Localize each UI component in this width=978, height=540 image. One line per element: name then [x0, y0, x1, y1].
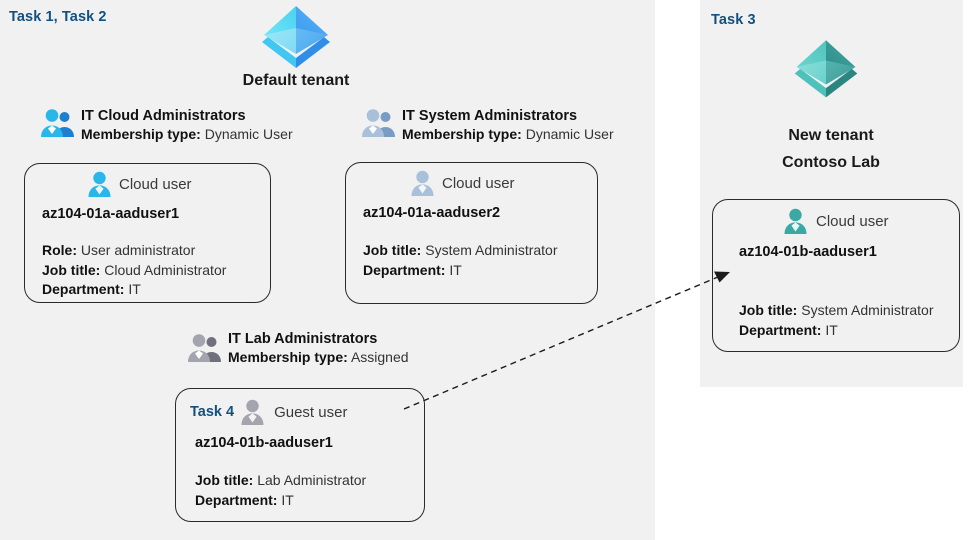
cloud-user-icon — [87, 171, 112, 197]
card-properties: Role: User administrator Job title: Clou… — [42, 241, 226, 300]
group-users-icon — [186, 333, 222, 363]
membership-type-label: Membership type: — [402, 126, 522, 142]
card-property-department: Department: IT — [739, 321, 934, 341]
card-header: Task 4 Guest user — [190, 399, 347, 425]
role-value: User administrator — [80, 242, 196, 258]
job-title-value: System Administrator — [425, 242, 558, 258]
job-title-label: Job title: — [195, 472, 254, 488]
user-card-az104-01b-aaduser1-cloud[interactable]: Cloud user az104-01b-aaduser1 Job title:… — [712, 199, 960, 352]
group-title: IT Lab Administrators — [228, 331, 378, 347]
task-label-right-panel: Task 3 — [711, 12, 756, 28]
task-label-left-panel: Task 1, Task 2 — [9, 9, 107, 25]
card-header: Cloud user — [783, 208, 889, 234]
cloud-user-icon — [783, 208, 808, 234]
card-user-type: Cloud user — [119, 175, 192, 193]
group-membership: Membership type: Assigned — [228, 348, 409, 367]
job-title-value: System Administrator — [801, 302, 934, 318]
default-tenant-title: Default tenant — [242, 72, 350, 89]
card-property-department: Department: IT — [363, 261, 558, 281]
group-it-cloud-administrators: IT Cloud Administrators Membership type:… — [81, 107, 293, 144]
card-task-label: Task 4 — [190, 404, 235, 420]
card-properties: Job title: System Administrator Departme… — [363, 241, 558, 280]
department-label: Department: — [363, 261, 446, 278]
department-value: IT — [825, 321, 838, 338]
job-title-value: Lab Administrator — [257, 472, 367, 488]
membership-type-value: Dynamic User — [525, 126, 614, 142]
card-user-name: az104-01b-aaduser1 — [739, 244, 877, 260]
department-value: IT — [281, 491, 294, 508]
group-title: IT Cloud Administrators — [81, 108, 246, 124]
group-users-icon — [39, 108, 75, 138]
group-title: IT System Administrators — [402, 108, 578, 124]
card-properties: Job title: System Administrator Departme… — [739, 301, 934, 340]
department-value: IT — [128, 281, 141, 297]
card-header: Cloud user — [87, 171, 192, 197]
card-properties: Job title: Lab Administrator Department:… — [195, 471, 366, 510]
membership-type-label: Membership type: — [81, 126, 201, 142]
job-title-label: Job title: — [42, 261, 101, 278]
cloud-user-icon — [410, 170, 435, 196]
card-property-job-title: Job title: Lab Administrator — [195, 471, 366, 491]
new-tenant-title-line2: Contoso Lab — [782, 154, 880, 171]
user-card-az104-01a-aaduser2[interactable]: Cloud user az104-01a-aaduser2 Job title:… — [345, 162, 598, 304]
job-title-value: Cloud Administrator — [104, 261, 227, 278]
card-user-type: Cloud user — [816, 212, 889, 230]
card-property-job-title: Job title: System Administrator — [363, 241, 558, 261]
department-label: Department: — [739, 321, 822, 338]
group-membership: Membership type: Dynamic User — [402, 125, 614, 144]
role-label: Role: — [42, 242, 77, 258]
membership-type-value: Assigned — [350, 349, 409, 365]
azure-ad-tenant-icon — [258, 2, 334, 68]
job-title-label: Job title: — [739, 302, 798, 318]
new-tenant-title-line1: New tenant — [788, 127, 874, 144]
job-title-label: Job title: — [363, 242, 422, 258]
membership-type-value: Dynamic User — [204, 126, 293, 142]
card-user-name: az104-01a-aaduser1 — [42, 206, 180, 222]
card-property-department: Department: IT — [195, 491, 366, 511]
card-user-name: az104-01a-aaduser2 — [363, 205, 501, 221]
card-user-name: az104-01b-aaduser1 — [195, 435, 333, 451]
card-user-type: Guest user — [274, 403, 348, 421]
card-property-role: Role: User administrator — [42, 241, 226, 261]
card-property-department: Department: IT — [42, 280, 226, 300]
card-property-job-title: Job title: System Administrator — [739, 301, 934, 321]
card-header: Cloud user — [410, 170, 515, 196]
user-card-az104-01a-aaduser1[interactable]: Cloud user az104-01a-aaduser1 Role: User… — [24, 163, 271, 303]
azure-ad-tenant-icon — [791, 36, 861, 98]
department-value: IT — [449, 261, 462, 278]
guest-user-icon — [240, 399, 265, 425]
card-property-job-title: Job title: Cloud Administrator — [42, 261, 226, 281]
group-users-icon — [360, 108, 396, 138]
card-user-type: Cloud user — [442, 174, 515, 192]
group-it-system-administrators: IT System Administrators Membership type… — [402, 107, 614, 144]
department-label: Department: — [195, 491, 278, 508]
membership-type-label: Membership type: — [228, 349, 348, 365]
department-label: Department: — [42, 281, 125, 297]
group-membership: Membership type: Dynamic User — [81, 125, 293, 144]
user-card-az104-01b-aaduser1-guest[interactable]: Task 4 Guest user az104-01b-aaduser1 Job… — [175, 388, 425, 522]
group-it-lab-administrators: IT Lab Administrators Membership type: A… — [228, 330, 409, 367]
